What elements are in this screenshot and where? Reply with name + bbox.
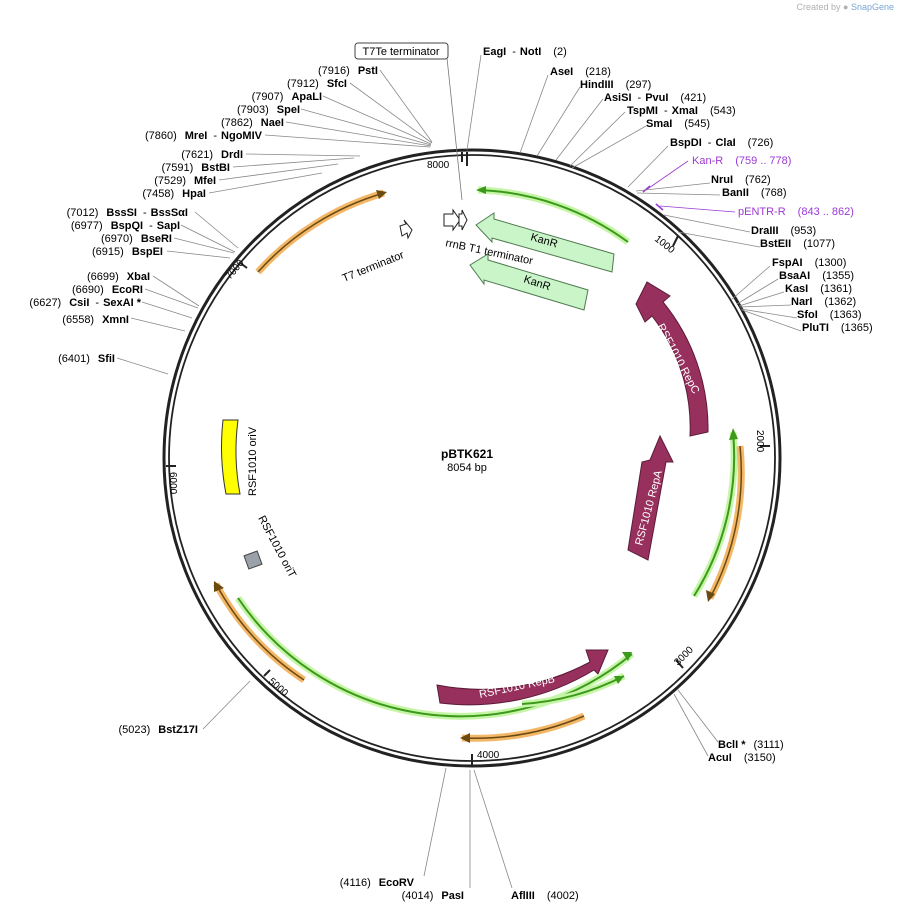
enzyme-nrui: NruI(762)	[711, 174, 771, 186]
watermark-brand: SnapGene	[850, 2, 894, 12]
enzyme-banii: BanII(768)	[722, 187, 787, 199]
enzyme-nari: NarI(1362)	[791, 296, 856, 308]
enzyme-eagi-noti: EagI-NotI(2)	[483, 46, 567, 58]
orit-label: RSF1010 oriT	[255, 514, 298, 580]
snapgene-watermark: Created by ● SnapGene	[796, 2, 894, 12]
enzyme-bsaai: BsaAI(1355)	[779, 270, 854, 282]
enzyme-bspqi-sapi: (6977)BspQI-SapI	[71, 220, 180, 232]
leader-lines-left	[116, 69, 433, 730]
oriv-label: RSF1010 oriV	[247, 426, 259, 496]
enzyme-afliii: AflIII(4002)	[511, 890, 579, 902]
repc-feature: RSF1010 RepC	[635, 281, 709, 437]
kan-r-primer: Kan-R (759 .. 778)	[642, 155, 791, 193]
oriv-feature: RSF1010 oriV	[221, 419, 259, 496]
enzyme-psti: (7916)PstI	[318, 65, 378, 77]
orf-top-right	[476, 186, 631, 245]
enzyme-fspai: FspAI(1300)	[772, 257, 846, 269]
tick-7000	[238, 261, 248, 269]
tick-label-7000: 7000	[224, 257, 247, 281]
tick-label-8000: 8000	[427, 160, 450, 171]
enzyme-apali: (7907)ApaLI	[252, 91, 322, 103]
enzyme-sfci: (7912)SfcI	[287, 78, 347, 90]
enzyme-ecorv: (4116)EcoRV	[340, 877, 415, 889]
orf-bottom-green-2	[521, 672, 626, 708]
kanr-feature-1: KanR	[475, 212, 615, 273]
enzyme-naei: (7862)NaeI	[221, 117, 284, 129]
tick-label-4000: 4000	[477, 750, 500, 761]
enzyme-asei: AseI(218)	[550, 66, 611, 78]
enzyme-hpai: (7458)HpaI	[142, 188, 206, 200]
enzyme-bsssi-bsssai: (7012)BssSI-BssSαI	[67, 207, 188, 219]
primer-kan-r-range: (759 .. 778)	[735, 155, 791, 167]
orf-bottom-green-1	[235, 596, 635, 720]
enzyme-bstz17i: (5023)BstZ17I	[118, 724, 198, 736]
enzyme-hindiii: HindIII(297)	[580, 79, 651, 91]
primer-pentr-r-name: pENTR-R	[738, 206, 786, 218]
enzyme-draiii: DraIII(953)	[751, 225, 816, 237]
plasmid-name: pBTK621	[441, 447, 493, 461]
enzyme-pasi: (4014)PasI	[402, 890, 464, 902]
tick-label-1000: 1000	[652, 234, 677, 257]
watermark-created-by: Created by	[796, 2, 841, 12]
enzyme-bspei: (6915)BspEI	[92, 246, 163, 258]
enzyme-labels-bottom: (4116)EcoRV (4014)PasI AflIII(4002)	[340, 877, 579, 902]
tick-5000	[263, 669, 271, 677]
enzyme-tspmi-xmai: TspMI-XmaI(543)	[627, 105, 736, 117]
enzyme-bstbi: (7591)BstBI	[161, 162, 230, 174]
enzyme-asisi-pvui: AsiSI-PvuI(421)	[604, 92, 706, 104]
enzyme-acui: AcuI(3150)	[708, 752, 776, 764]
enzyme-bcli: BclI *(3111)	[718, 739, 784, 751]
leader-lines-bottom	[423, 767, 513, 889]
enzyme-labels-left: (7916)PstI (7912)SfcI (7907)ApaLI (7903)…	[29, 65, 378, 736]
enzyme-ecori: (6690)EcoRI	[72, 284, 143, 296]
orf-right-orange	[706, 445, 745, 602]
enzyme-xmni: (6558)XmnI	[62, 314, 129, 326]
enzyme-spei: (7903)SpeI	[237, 104, 300, 116]
primer-kan-r: Kan-R (759 .. 778)	[692, 155, 791, 167]
kanr-feature-2: KanR	[469, 253, 589, 311]
pentr-r-primer: pENTR-R (843 .. 862)	[655, 203, 854, 218]
t7te-terminator-callout: T7Te terminator	[354, 42, 463, 201]
enzyme-labels-right: EagI-NotI(2) AseI(218) HindIII(297) AsiS…	[483, 46, 873, 764]
orf-left-orange	[255, 189, 387, 275]
enzyme-csii-sexai: (6627)CsiI-SexAI *	[29, 297, 141, 309]
enzyme-kasi: KasI(1361)	[785, 283, 852, 295]
enzyme-pluti: PluTI(1365)	[802, 322, 873, 334]
tick-marks	[166, 152, 770, 766]
enzyme-mrei-ngomiv: (7860)MreI-NgoMIV	[145, 130, 263, 142]
tick-3000	[675, 659, 684, 669]
t7-terminator-label: T7 terminator	[341, 249, 406, 285]
enzyme-xbai: (6699)XbaI	[87, 271, 150, 283]
orf-bottom-orange-1	[460, 712, 586, 743]
repa-feature: RSF1010 RepA	[627, 434, 674, 561]
enzyme-sfii: (6401)SfiI	[58, 353, 115, 365]
leader-lines-right	[466, 54, 802, 757]
orf-right-green	[691, 428, 738, 598]
tick-1000	[672, 235, 679, 247]
primer-kan-r-name: Kan-R	[692, 155, 723, 167]
enzyme-bsteii: BstEII(1077)	[760, 238, 835, 250]
plasmid-length: 8054 bp	[447, 462, 487, 474]
primer-pentr-r: pENTR-R (843 .. 862)	[738, 206, 854, 218]
t7-terminator-feature: T7 terminator	[341, 219, 413, 285]
enzyme-drdi: (7621)DrdI	[181, 149, 243, 161]
t7te-label: T7Te terminator	[362, 46, 439, 58]
tick-label-6000: 6000	[167, 472, 178, 495]
tick-label-2000: 2000	[754, 430, 765, 453]
orf-bottom-orange-2	[212, 581, 306, 683]
enzyme-mfei: (7529)MfeI	[154, 175, 216, 187]
primer-pentr-r-range: (843 .. 862)	[798, 206, 854, 218]
orit-feature: RSF1010 oriT	[243, 514, 298, 580]
enzyme-bspdi-clai: BspDI-ClaI(726)	[670, 137, 773, 149]
snapgene-logo-icon: ●	[843, 2, 849, 12]
enzyme-sfoi: SfoI(1363)	[797, 309, 862, 321]
enzyme-smai: SmaI(545)	[646, 118, 710, 130]
enzyme-bseri: (6970)BseRI	[101, 233, 172, 245]
